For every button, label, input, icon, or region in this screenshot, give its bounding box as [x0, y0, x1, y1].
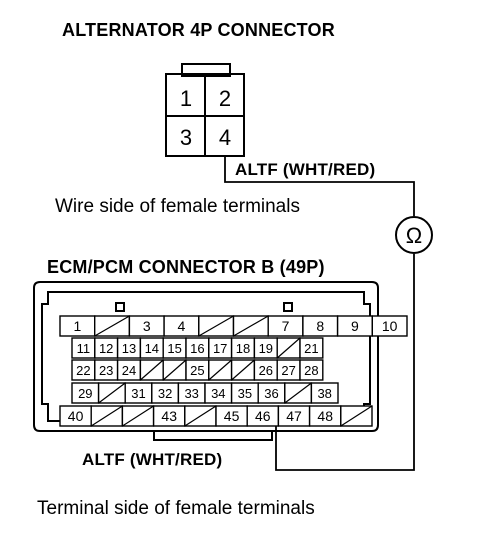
- ecm-terminal-label-22: 22: [76, 363, 90, 378]
- ecm-terminal-label-23: 23: [99, 363, 113, 378]
- ecm-terminal-unused-mark: [98, 382, 126, 404]
- ecm-terminal-label-17: 17: [213, 341, 227, 356]
- ecm-terminal-label-25: 25: [190, 363, 204, 378]
- ecm-terminal-label-35: 35: [238, 386, 252, 401]
- ohmmeter-circle: [395, 216, 433, 254]
- ecm-terminal-label-26: 26: [259, 363, 273, 378]
- ecm-terminal-label-4: 4: [178, 318, 186, 334]
- ecm-terminal-label-15: 15: [167, 341, 181, 356]
- ecm-terminal-unused-mark: [94, 315, 130, 337]
- ecm-view-caption: Terminal side of female terminals: [37, 498, 315, 519]
- ecm-terminal-unused-mark: [276, 337, 301, 359]
- ecm-terminal-label-14: 14: [145, 341, 159, 356]
- ecm-terminal-unused-mark: [90, 405, 123, 427]
- ecm-terminal-label-1: 1: [73, 318, 81, 334]
- ecm-terminal-label-34: 34: [211, 386, 225, 401]
- alternator-connector: [165, 63, 245, 157]
- ecm-terminal-label-13: 13: [122, 341, 136, 356]
- ecm-terminal-unused-mark: [122, 405, 154, 427]
- ohmmeter: Ω: [395, 216, 433, 254]
- ecm-terminal-label-48: 48: [317, 408, 333, 424]
- ecm-terminal-unused-mark: [231, 359, 255, 381]
- ecm-lock-tab: [153, 430, 273, 441]
- alternator-connector-title: ALTERNATOR 4P CONNECTOR: [62, 20, 335, 40]
- alternator-view-caption: Wire side of female terminals: [55, 196, 300, 217]
- ecm-terminal-label-8: 8: [316, 318, 324, 334]
- ecm-terminal-label-21: 21: [304, 341, 318, 356]
- ecm-wire-label: ALTF (WHT/RED): [82, 450, 223, 469]
- ecm-connector-housing: [33, 281, 379, 441]
- alternator-pin-2: 2: [219, 86, 231, 111]
- ecm-terminal-unused-mark: [162, 359, 187, 381]
- ecm-terminal-unused-mark: [140, 359, 164, 381]
- alternator-pin-1: 1: [180, 86, 192, 111]
- ecm-connector-title: ECM/PCM CONNECTOR B (49P): [47, 257, 325, 277]
- ecm-terminal-10: [371, 315, 408, 337]
- ecm-terminal-unused-mark: [184, 405, 217, 427]
- alternator-wire-label: ALTF (WHT/RED): [235, 160, 376, 179]
- ecm-terminal-label-10: 10: [382, 318, 398, 334]
- ecm-terminal-38: [310, 382, 339, 404]
- ecm-terminal-label-16: 16: [190, 341, 204, 356]
- ecm-terminal-unused-mark: [284, 382, 312, 404]
- ecm-terminal-28: [299, 359, 324, 381]
- ecm-terminal-label-45: 45: [224, 408, 240, 424]
- ecm-terminal-label-47: 47: [286, 408, 302, 424]
- ecm-terminal-unused-mark: [198, 315, 234, 337]
- ecm-terminal-unused-mark: [340, 405, 373, 427]
- alternator-pin-3: 3: [180, 125, 192, 150]
- ecm-terminal-label-31: 31: [131, 386, 145, 401]
- ecm-terminal-label-38: 38: [317, 386, 331, 401]
- ecm-terminal-label-29: 29: [78, 386, 92, 401]
- ecm-terminal-label-36: 36: [264, 386, 278, 401]
- alternator-pin-4: 4: [219, 125, 231, 150]
- ecm-terminal-label-11: 11: [77, 341, 91, 356]
- ecm-terminal-label-24: 24: [122, 363, 136, 378]
- ecm-terminal-label-33: 33: [184, 386, 198, 401]
- ecm-terminal-unused-mark: [208, 359, 232, 381]
- ecm-terminal-label-9: 9: [351, 318, 359, 334]
- altf-wire: [224, 156, 415, 471]
- ecm-terminal-label-32: 32: [158, 386, 172, 401]
- ecm-terminal-unused-mark: [233, 315, 269, 337]
- ecm-terminal-label-12: 12: [99, 341, 113, 356]
- ecm-terminal-label-43: 43: [161, 408, 177, 424]
- ecm-terminal-label-19: 19: [259, 341, 273, 356]
- ohm-symbol-icon: Ω: [406, 223, 422, 248]
- ecm-terminal-label-40: 40: [68, 408, 84, 424]
- ecm-terminal-label-28: 28: [304, 363, 318, 378]
- ecm-terminal-label-7: 7: [282, 318, 290, 334]
- alternator-pins: 1 2 3 4: [180, 86, 231, 150]
- ecm-terminal-label-3: 3: [143, 318, 151, 334]
- ecm-terminal-label-46: 46: [255, 408, 271, 424]
- ecm-terminal-label-18: 18: [236, 341, 250, 356]
- ecm-terminal-21: [299, 337, 324, 359]
- ecm-terminal-label-27: 27: [281, 363, 295, 378]
